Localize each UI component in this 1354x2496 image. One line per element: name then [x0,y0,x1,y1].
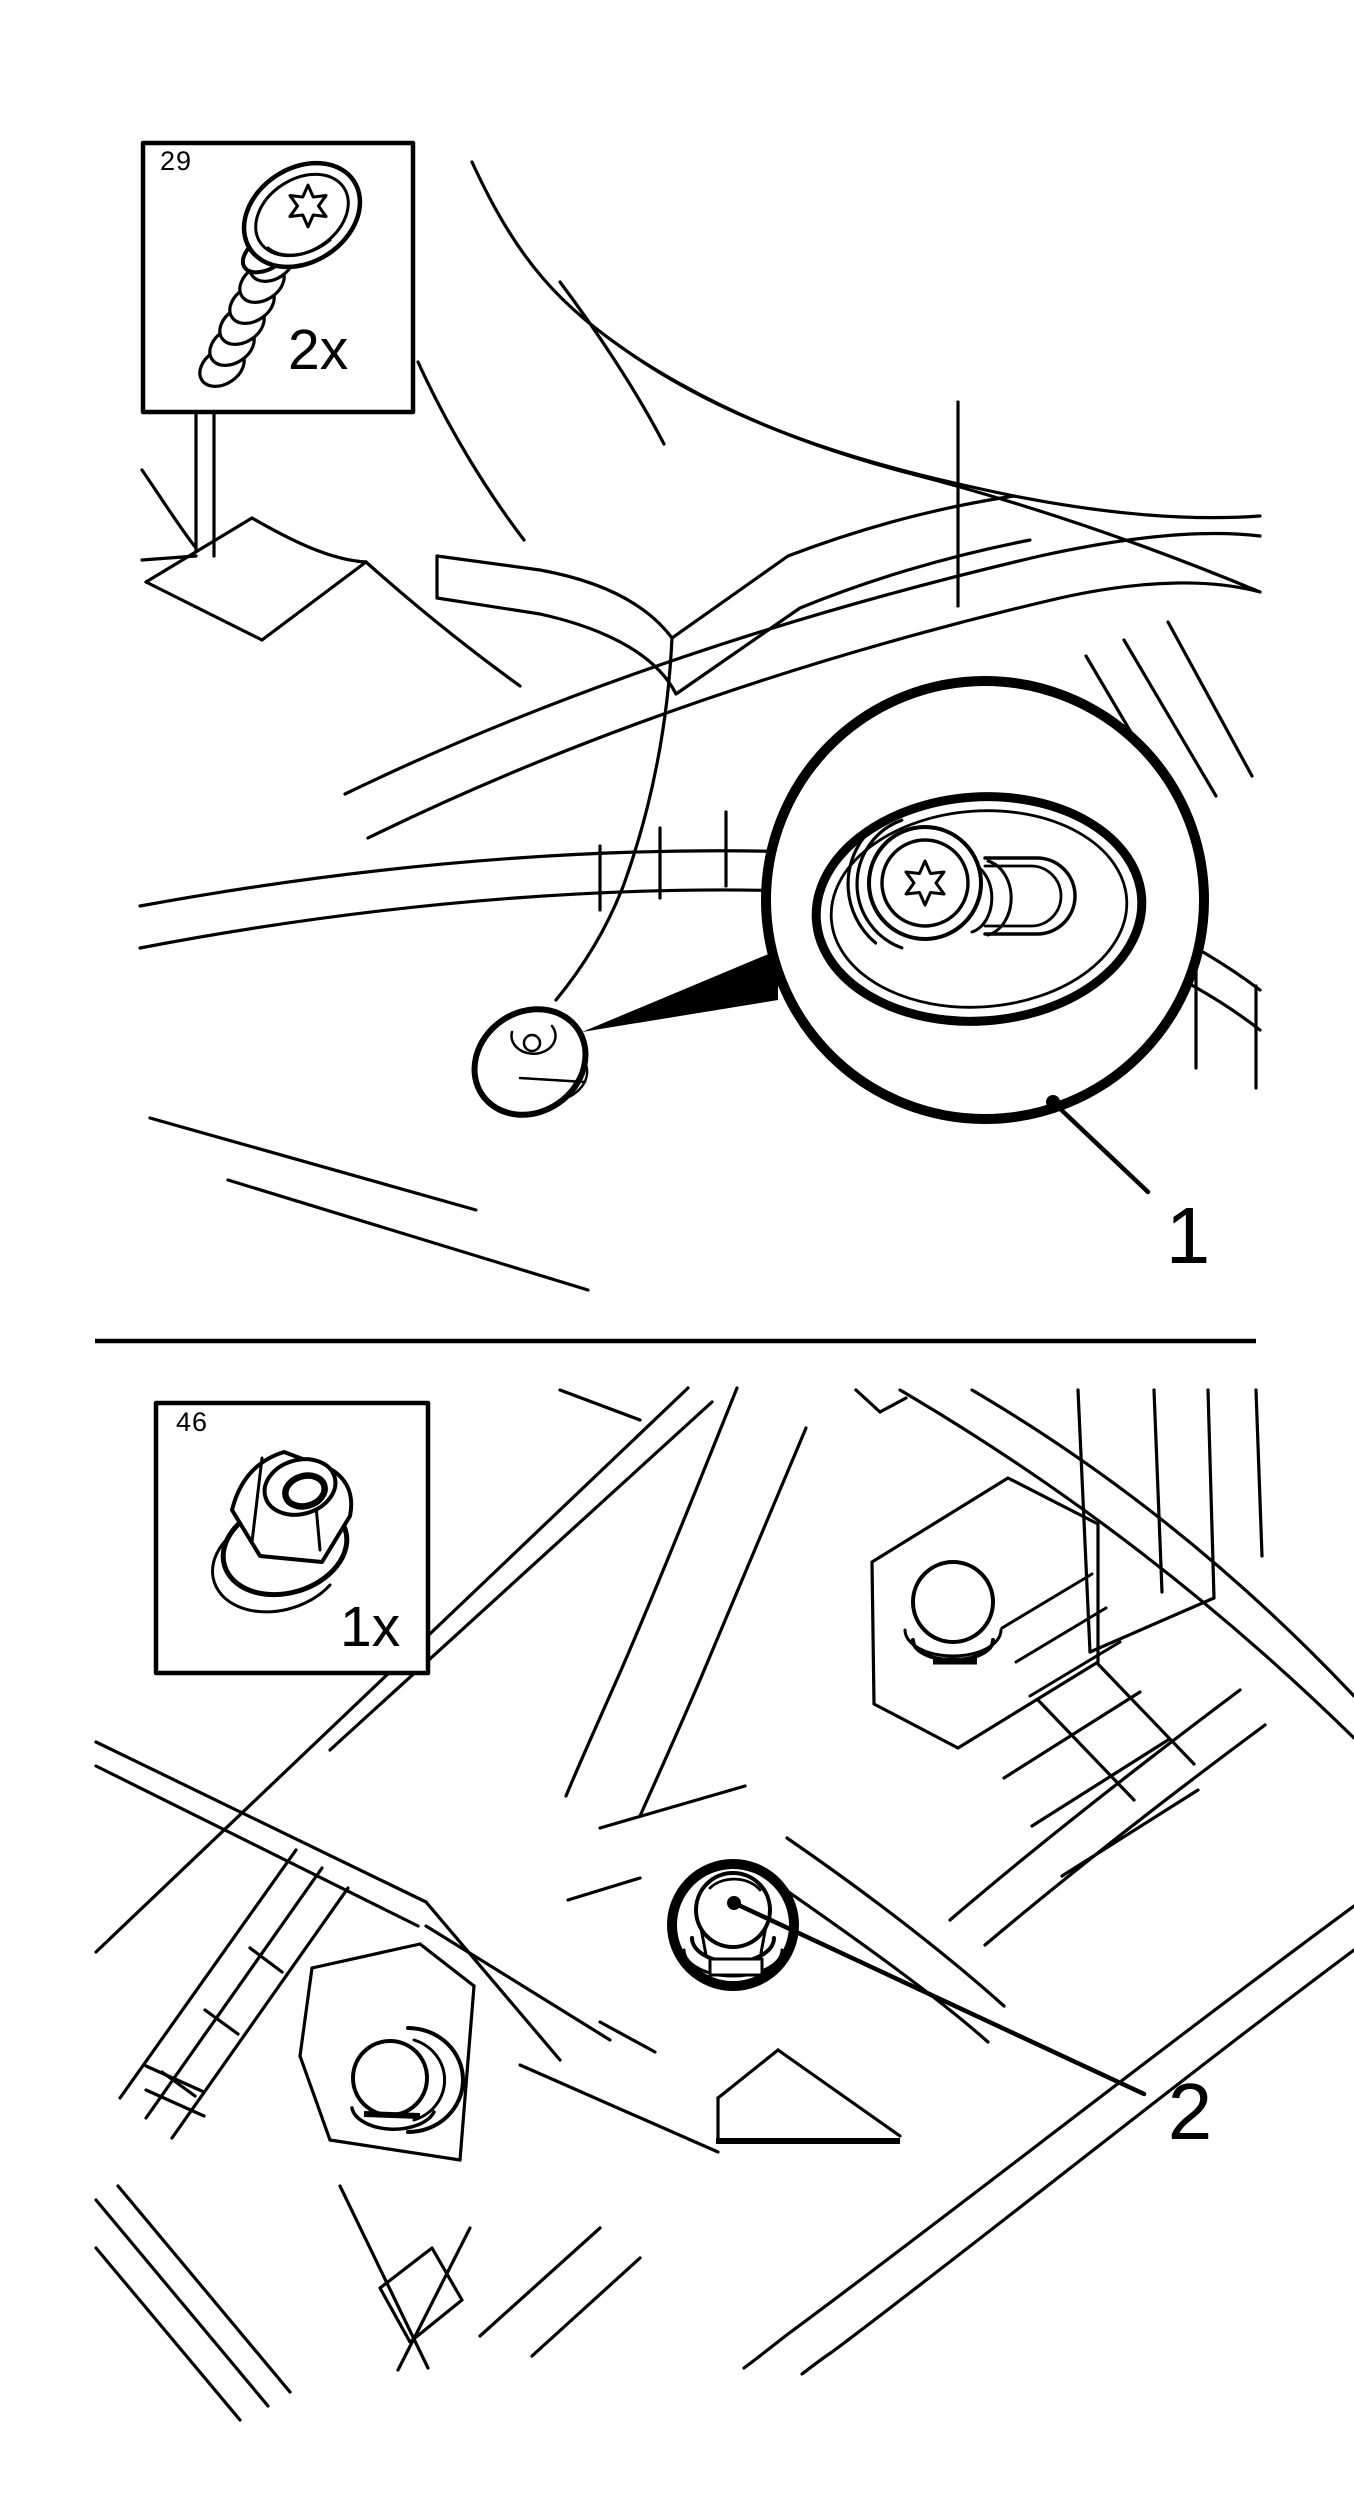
callout-label-1: 1 [1165,1191,1211,1280]
inset-part-number-46: 46 [176,1407,209,1437]
inset-quantity-1x: 1x [340,1595,401,1659]
upper-stud-tower [870,1476,1122,1750]
torx-recess-icon [904,859,946,907]
inset-quantity-2x: 2x [288,318,349,382]
torx-pan-head-screw-icon [198,160,363,388]
highlighted-nut-marker [667,1859,799,1991]
parts-inset-box-29 [140,140,416,415]
bottom-panel-drawing [94,1386,1354,2422]
parts-inset-box-46 [153,1400,431,1676]
lower-stud-tower [298,1942,476,2162]
callout-label-2: 2 [1167,2067,1213,2156]
callout-leader-2 [727,1896,1147,2097]
magnifier-detail-circle [761,676,1209,1124]
screw-location-marker [471,950,778,1118]
magnifier-pointer-wedge [582,950,778,1032]
inset-part-number-29: 29 [160,146,193,176]
callout-leader-1 [1046,1095,1151,1195]
flange-nut-icon [211,1450,354,1614]
